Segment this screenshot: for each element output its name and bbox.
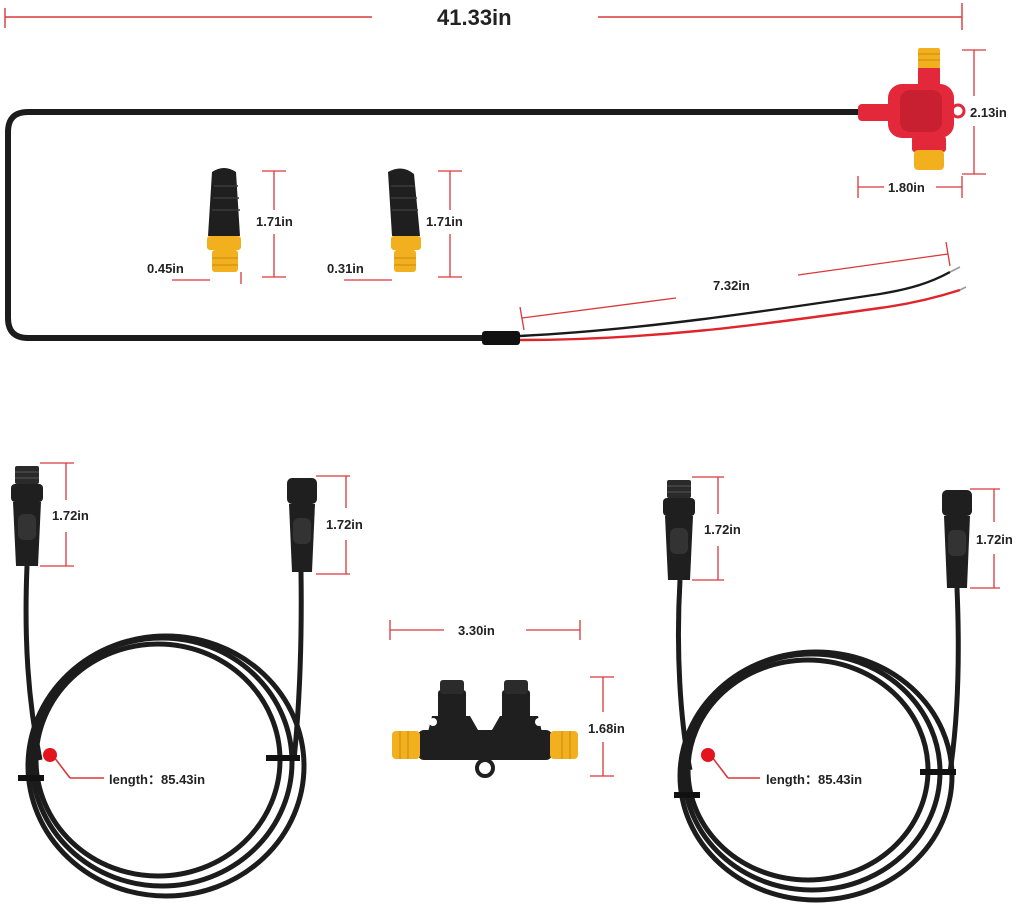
terminator-a-width-label: 0.45in <box>147 261 184 276</box>
black-wire <box>519 270 951 338</box>
terminator-a-dimensions <box>172 170 286 284</box>
tee-height-label: 2.13in <box>970 105 1007 120</box>
cable1-dimensions <box>40 462 350 779</box>
cable2-dimensions <box>692 476 1000 779</box>
cable1-female-connector <box>287 478 317 572</box>
power-tee-cable-assembly <box>4 3 986 345</box>
red-wire-tip <box>959 286 967 291</box>
red-wire <box>519 288 961 342</box>
t-connector-width-dimension <box>389 620 581 640</box>
cable1-male-connector <box>11 466 43 566</box>
t-connector-width-label: 3.30in <box>458 623 495 638</box>
terminator-b-dimensions <box>344 170 462 281</box>
overall-length-label: 41.33in <box>437 5 512 30</box>
overall-length-dimension <box>4 3 963 30</box>
cable1-length-marker-dot <box>43 748 57 762</box>
terminator-b <box>388 168 421 272</box>
drop-cable-2 <box>663 476 1000 903</box>
cable1-end1-label: 1.72in <box>52 508 89 523</box>
terminator-a-height-label: 1.71in <box>256 214 293 229</box>
t-connector-height-label: 1.68in <box>588 721 625 736</box>
cable2-end2-label: 1.72in <box>976 532 1013 547</box>
tee-height-dimension <box>962 49 986 175</box>
wire-length-label: 7.32in <box>713 278 750 293</box>
t-connector <box>389 620 614 778</box>
terminator-a <box>207 168 241 272</box>
cable1-length-label: length：85.43in <box>109 772 206 787</box>
red-tee-connector <box>858 48 966 170</box>
cable2-length-label: length：85.43in <box>766 772 863 787</box>
backbone-cable <box>5 109 863 341</box>
cable1-end2-label: 1.72in <box>326 517 363 532</box>
terminator-b-width-label: 0.31in <box>327 261 364 276</box>
tee-width-dimension <box>857 176 963 198</box>
cable2-female-connector <box>942 490 972 588</box>
cable2-male-connector <box>663 480 695 580</box>
terminator-b-height-label: 1.71in <box>426 214 463 229</box>
cable2-length-marker-dot <box>701 748 715 762</box>
heat-shrink-sleeve <box>482 331 520 345</box>
wire-length-dimension <box>519 241 951 331</box>
t-connector-height-dimension <box>590 676 614 777</box>
drop-cable-1 <box>11 462 350 899</box>
black-wire-tip <box>949 266 961 273</box>
cable2-end1-label: 1.72in <box>704 522 741 537</box>
tee-width-label: 1.80in <box>888 180 925 195</box>
